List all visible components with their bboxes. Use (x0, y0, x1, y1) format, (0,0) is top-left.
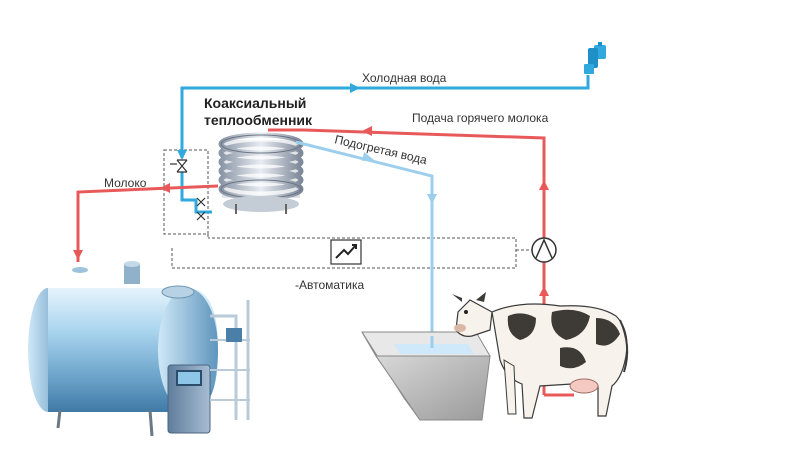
cold-water-arrow (350, 83, 360, 93)
heated-water-arrow-right (362, 152, 374, 161)
water-trough (361, 331, 491, 421)
milk-line (76, 184, 219, 262)
hot-milk-arrow-up-2 (539, 286, 549, 296)
milk-label: Молоко (104, 176, 147, 190)
coaxial-heat-exchanger (218, 132, 304, 214)
heated-water-arrow-down (427, 194, 437, 204)
cold-water-arrow-down (177, 150, 187, 160)
water-tap-icon (584, 42, 606, 74)
controller-icon (330, 239, 362, 265)
heated-water-line (295, 140, 434, 336)
cold-water-line (180, 75, 590, 214)
milk-arrow-left (160, 183, 170, 193)
milk-tank (28, 261, 250, 437)
hot-milk-arrow-up-1 (539, 180, 549, 190)
valve-icon (170, 159, 206, 221)
heat-exchanger-label-1: Коаксиальный (204, 95, 306, 111)
pump-icon (531, 237, 557, 263)
cold-water-label: Холодная вода (362, 71, 447, 85)
cow (452, 292, 629, 419)
automation-label: -Автоматика (295, 278, 365, 292)
hot-milk-supply-label: Подача горячего молока (412, 111, 549, 125)
heat-exchanger-label-2: теплообменник (204, 112, 313, 128)
hot-milk-arrow-left (362, 126, 372, 136)
milk-arrow-down (73, 250, 83, 260)
